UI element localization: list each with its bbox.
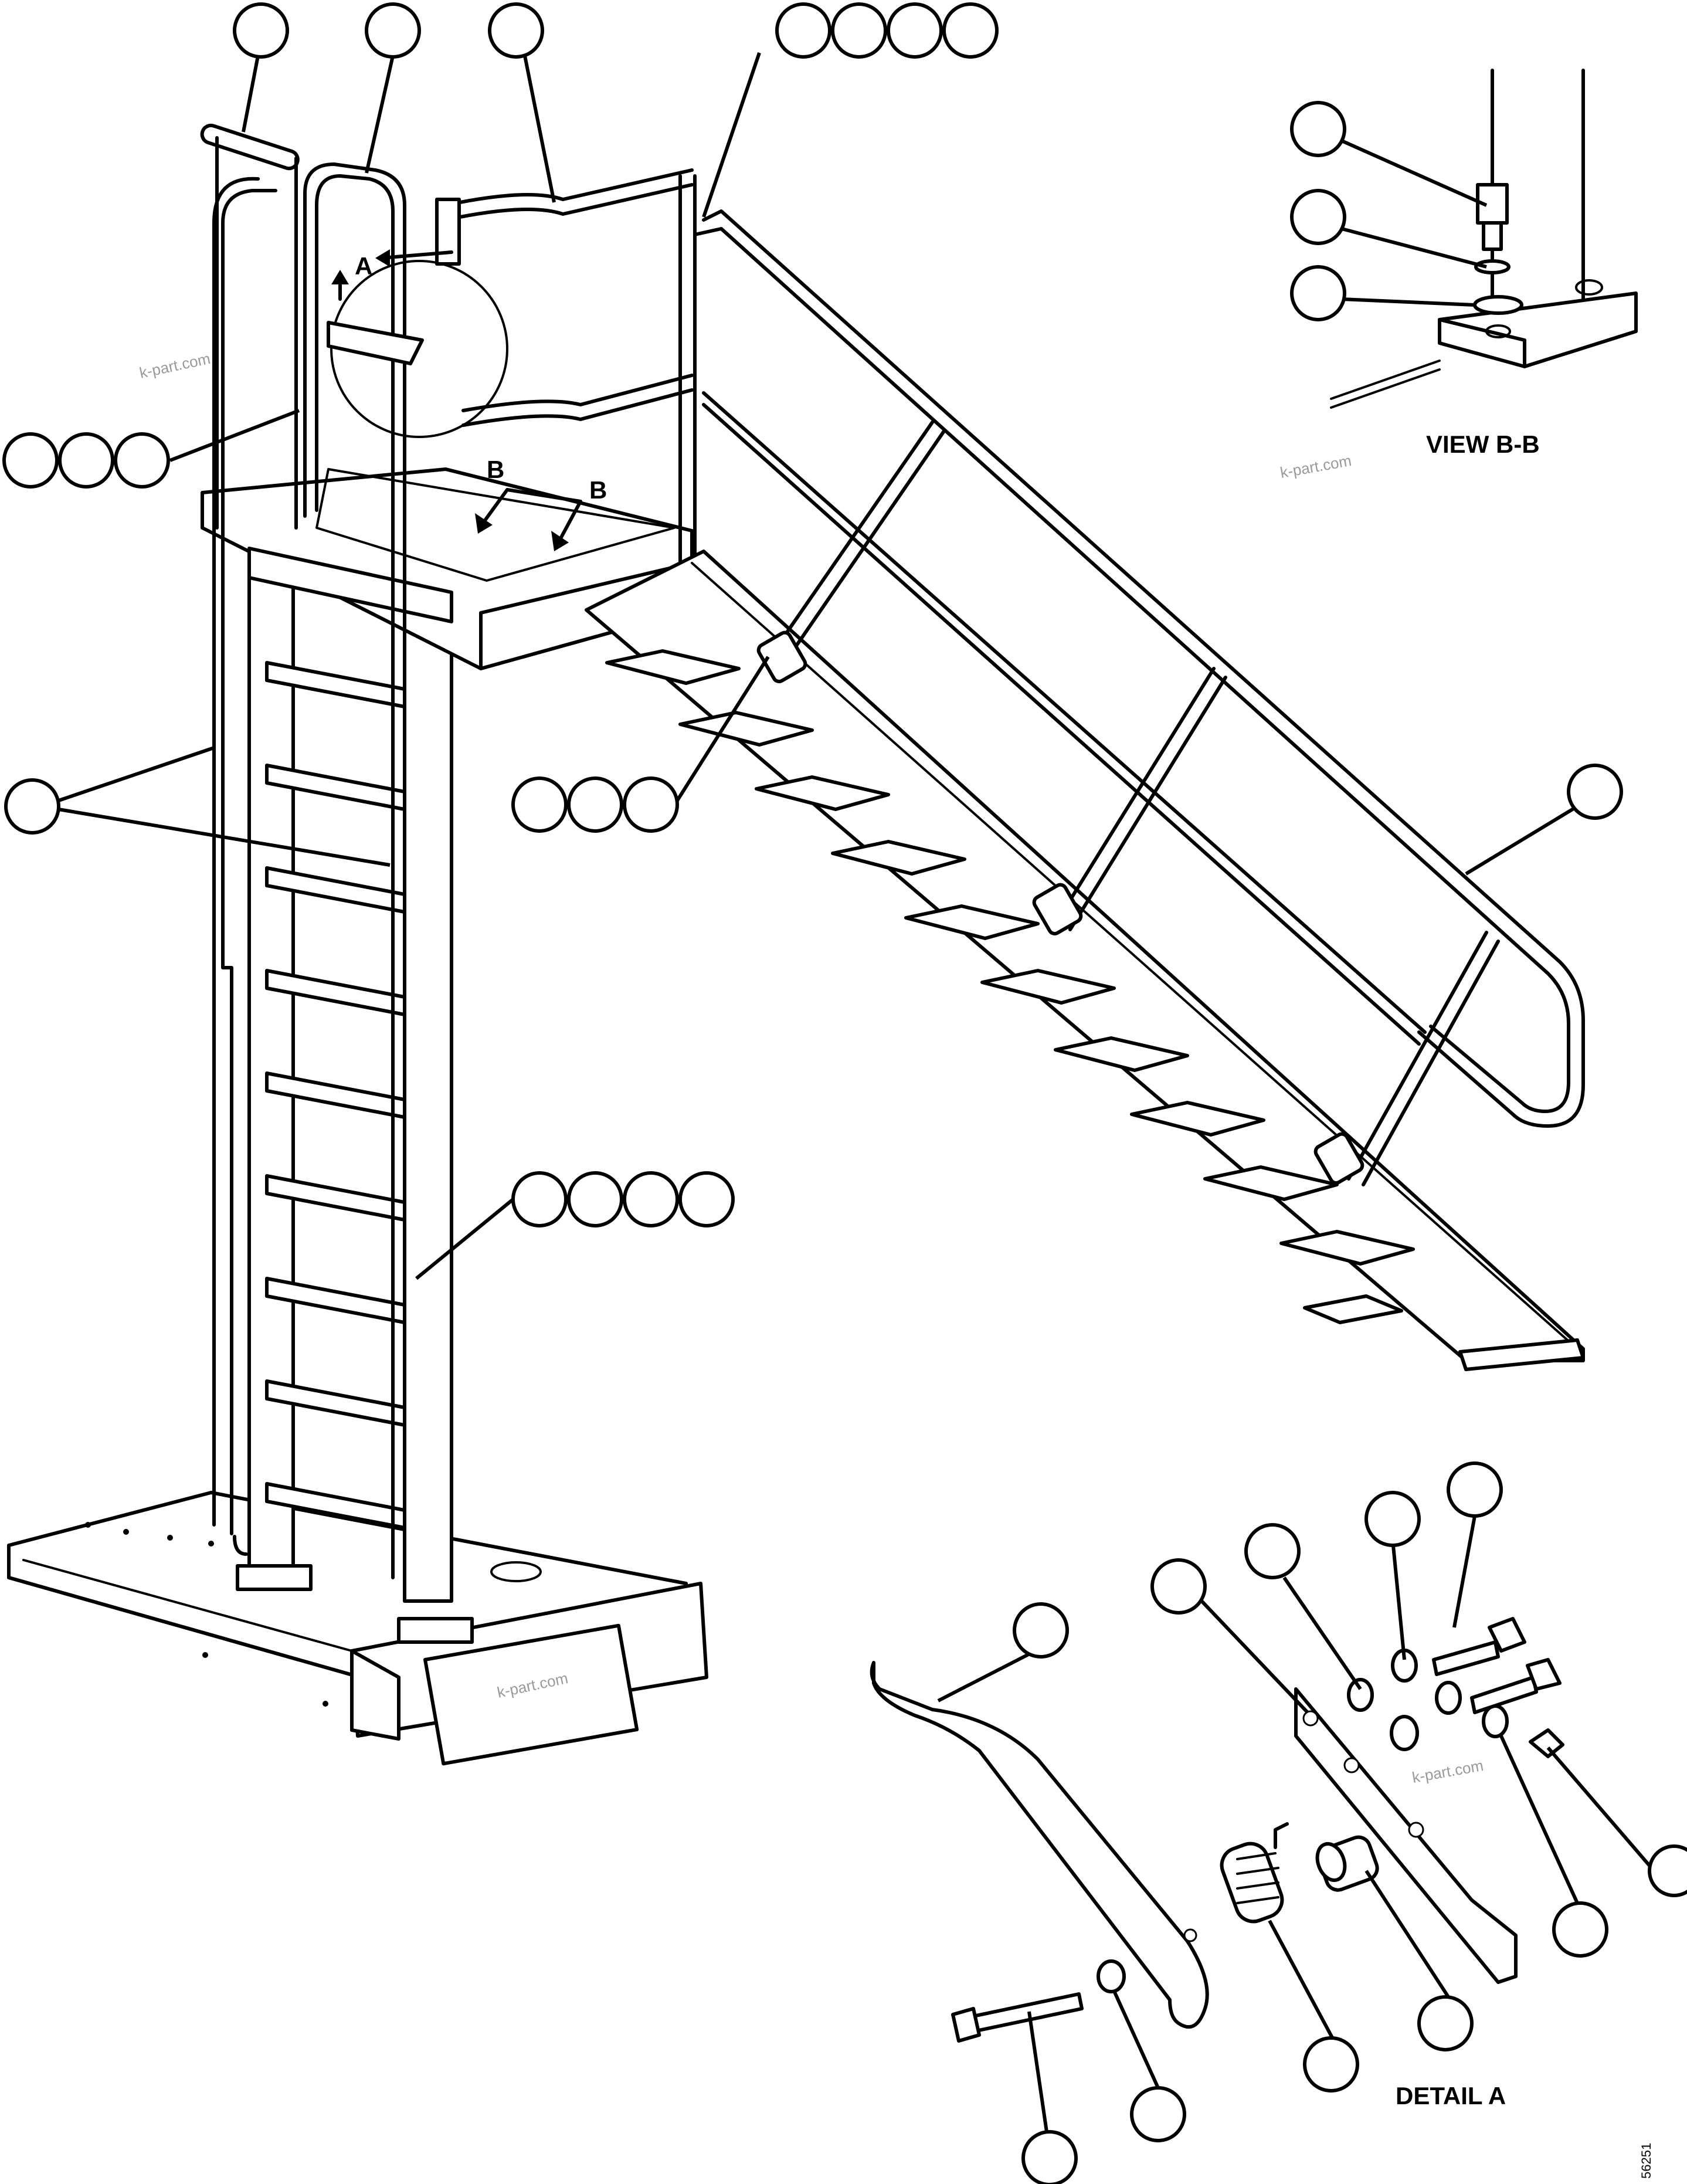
callout-bubble[interactable] [1130,2086,1186,2142]
callout-bubble[interactable] [1417,1995,1474,2051]
stair-treads [605,649,1415,1266]
callout-bubble[interactable] [567,1171,623,1227]
callout-bubble[interactable] [511,776,568,833]
arrow-b-right-label: B [589,476,607,504]
callout-bubble[interactable] [1021,2130,1078,2184]
callout-bubble[interactable] [775,2,831,59]
callout-bubble[interactable] [2,432,59,489]
callout-bubble[interactable] [1013,1602,1069,1659]
callout-bubble[interactable] [511,1171,568,1227]
base-platform [7,1491,708,1766]
callout-leaders [58,52,1658,2132]
callout-bubble[interactable] [114,432,170,489]
ladder-tower [200,123,697,1644]
watermark: k-part.com [1279,452,1353,481]
callout-bubble[interactable] [1290,265,1346,321]
callout-bubble[interactable] [1447,1461,1503,1518]
stair-assembly [585,209,1585,1371]
callout-bubble[interactable] [1648,1844,1687,1897]
callout-bubble[interactable] [4,778,60,835]
callout-bubble[interactable] [567,776,623,833]
detail-a-label: DETAIL A [1396,2082,1506,2110]
spring [1220,1822,1289,1924]
detail-a: DETAIL A [870,1617,1564,2110]
detail-a-circle: A [327,249,508,438]
callout-bubble[interactable] [1303,2036,1359,2093]
callout-bubble[interactable] [1552,1901,1608,1958]
view-bb-label: VIEW B-B [1426,430,1540,458]
callout-bubble[interactable] [1364,1491,1421,1547]
callout-bubble[interactable] [1150,1558,1207,1615]
callout-bubble[interactable] [623,776,679,833]
callout-bubble[interactable] [1290,189,1346,245]
callout-bubble[interactable] [233,2,289,59]
callout-bubble[interactable] [1244,1523,1301,1579]
detail-bolts [951,1617,1564,2043]
callout-bubble[interactable] [365,2,421,59]
drawing-code: 56251 [1639,2143,1654,2179]
section-b-arrows: B B [475,456,607,551]
arrow-a-label: A [355,252,372,280]
callout-bubble[interactable] [1290,101,1346,157]
callout-bubble[interactable] [831,2,887,59]
callout-bubble[interactable] [887,2,943,59]
arrow-b-left-label: B [487,456,504,483]
callout-bubble[interactable] [623,1171,679,1227]
watermark: k-part.com [1411,1756,1485,1786]
view-bb: VIEW B-B [1330,69,1638,458]
callout-bubble[interactable] [678,1171,735,1227]
callout-bubble[interactable] [488,2,544,59]
watermark: k-part.com [138,350,212,382]
callout-bubble[interactable] [942,2,999,59]
callout-bubble[interactable] [1567,764,1623,820]
callout-bubble[interactable] [58,432,114,489]
